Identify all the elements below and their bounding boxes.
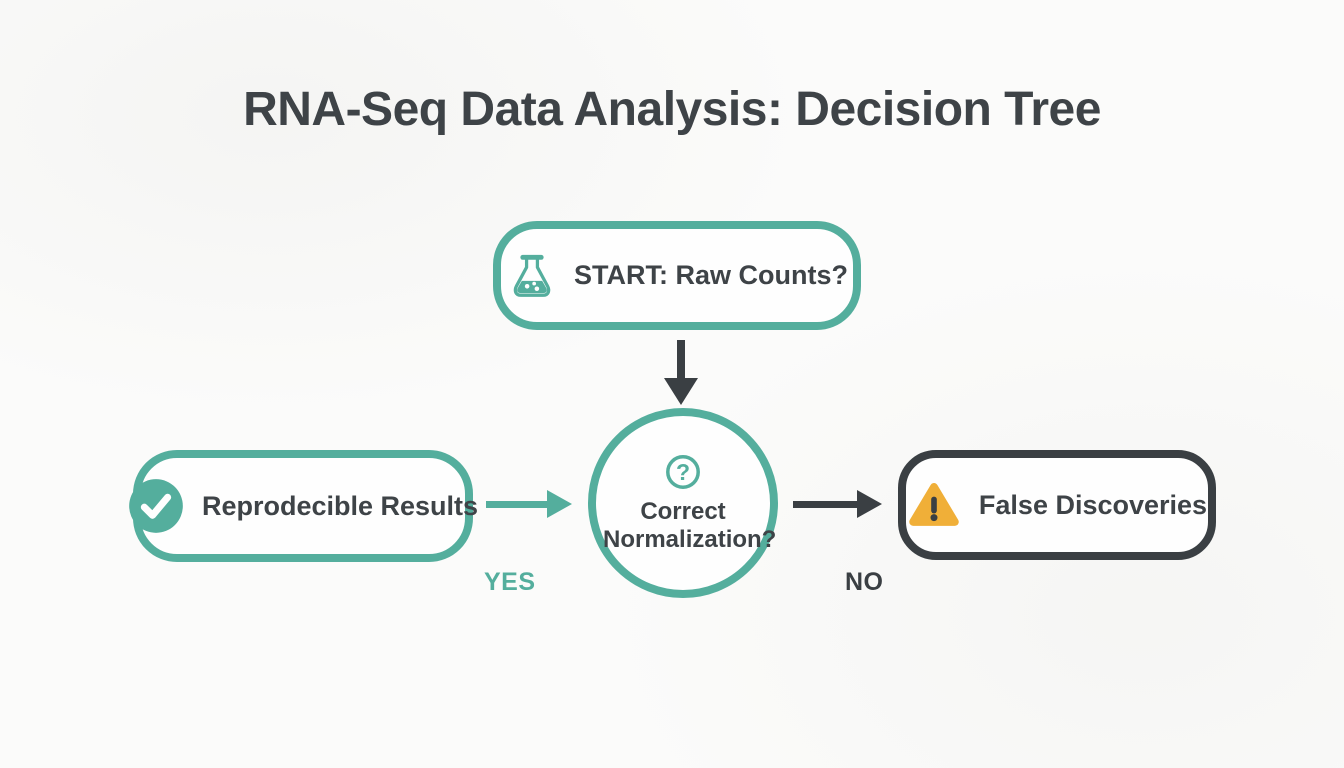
- question-mark-icon: ?: [666, 455, 700, 490]
- arrow-start-to-decision: [664, 340, 698, 406]
- node-start: START: Raw Counts?: [493, 221, 861, 330]
- arrow-yes-branch: [486, 490, 572, 518]
- arrow-head-icon: [664, 378, 698, 405]
- arrow-shaft: [486, 500, 547, 508]
- node-yes-outcome: Reprodecible Results: [129, 450, 478, 562]
- arrow-shaft: [677, 340, 685, 378]
- arrow-no-branch: [793, 490, 882, 518]
- start-node-label: START: Raw Counts?: [574, 260, 848, 290]
- flask-icon: [513, 254, 551, 297]
- page-title: RNA-Seq Data Analysis: Decision Tree: [243, 83, 1101, 136]
- node-decision: ? Correct Normalization?: [588, 408, 778, 598]
- yes-outcome-label: Reprodecible Results: [201, 490, 479, 521]
- warning-icon: [909, 483, 959, 526]
- no-outcome-label: False Discoveries: [978, 489, 1208, 520]
- decision-node-label: Correct Normalization?: [603, 498, 777, 553]
- node-no-outcome: False Discoveries: [898, 450, 1216, 560]
- arrow-head-icon: [857, 490, 882, 518]
- arrow-shaft: [793, 500, 857, 508]
- edge-label-yes: YES: [484, 568, 536, 596]
- checkmark-icon: [129, 479, 183, 533]
- arrow-head-icon: [547, 490, 572, 518]
- edge-label-no: NO: [845, 568, 884, 596]
- svg-text:?: ?: [676, 459, 690, 485]
